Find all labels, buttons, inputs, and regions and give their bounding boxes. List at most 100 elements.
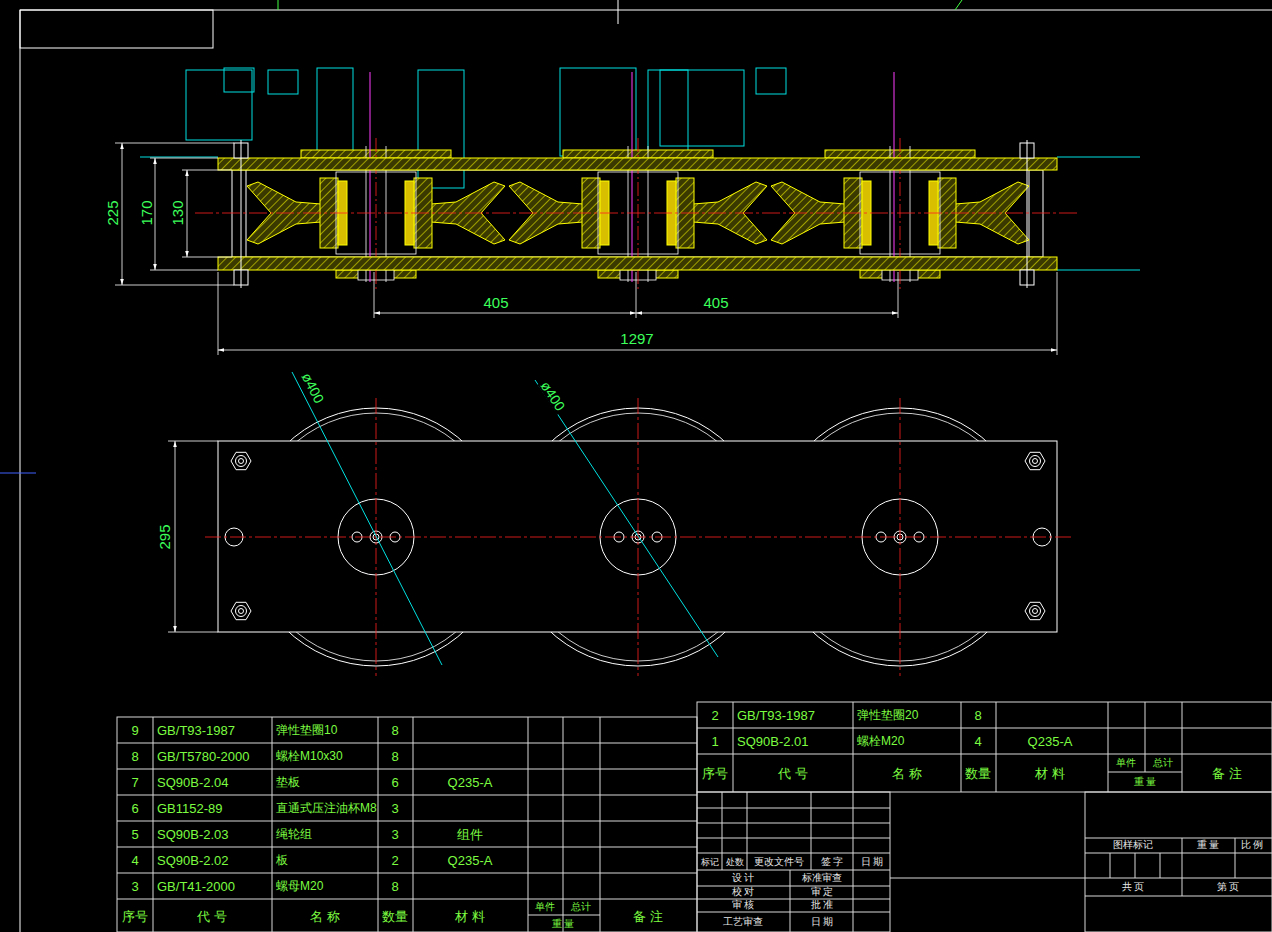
dimension-lines: [150, 270, 218, 271]
quantity: 6: [391, 776, 398, 789]
table-header: 材 料: [455, 910, 485, 923]
title-block: [722, 792, 723, 870]
dimension: 225: [105, 198, 120, 227]
top-view: [241, 140, 242, 288]
title-block: [1085, 838, 1272, 839]
title-block: [697, 792, 890, 932]
title-block: [1085, 792, 1272, 932]
title-block: [1160, 853, 1161, 878]
table-header: 序号: [122, 910, 148, 923]
dimension-lines: [115, 285, 234, 286]
sheet-frame: [20, 10, 213, 48]
title-block-cell: 审 核: [732, 900, 755, 910]
leader-boxes: [756, 68, 786, 94]
parts-table: [1108, 702, 1109, 792]
table-header: 单件: [535, 902, 555, 912]
title-block: [697, 912, 890, 913]
title-block-cell: 日 期: [861, 857, 884, 867]
title-block: [1085, 896, 1272, 897]
title-block: [697, 792, 1272, 932]
title-block: [697, 808, 890, 809]
parts-table: [528, 717, 529, 932]
top-view: [1029, 170, 1030, 257]
table-header: 重 量: [1134, 777, 1157, 787]
title-block: [697, 838, 890, 839]
parts-table: [1145, 702, 1146, 772]
quantity: 3: [391, 828, 398, 841]
parts-table: [378, 717, 379, 932]
dimension-lines: [182, 170, 232, 171]
part-code: SQ90B-2.03: [157, 828, 229, 841]
title-block-cell: 日 期: [811, 917, 834, 927]
title-block: [697, 853, 890, 854]
title-block-cell: 设 计: [732, 873, 755, 883]
bottom-view: [535, 380, 718, 657]
diameter-dimension: ø400: [299, 369, 328, 407]
title-block: [1135, 853, 1136, 878]
title-block-cell: 审 定: [811, 887, 834, 897]
quantity: 4: [974, 735, 981, 748]
table-header: 序号: [702, 767, 728, 780]
part-name: 板: [276, 854, 288, 866]
dimension-lines: [636, 313, 898, 314]
title-block-cell: 共 页: [1122, 882, 1145, 892]
parts-table: [117, 769, 697, 770]
dimension-lines: [175, 441, 176, 632]
table-header: 数量: [382, 910, 408, 923]
dimension-lines: [898, 272, 899, 318]
top-view: [246, 170, 247, 257]
parts-table: [528, 915, 600, 916]
bottom-view: [231, 602, 251, 619]
part-name: 直通式压注油杯M8: [276, 802, 377, 814]
quantity: 8: [391, 750, 398, 763]
title-block-cell: 标记: [701, 858, 719, 867]
leader-boxes: [648, 70, 688, 154]
dimension-lines: [155, 158, 156, 270]
title-block: [1235, 838, 1236, 878]
material: 组件: [457, 828, 483, 841]
parts-table: [1182, 702, 1183, 792]
quantity: 8: [974, 709, 981, 722]
bottom-view: [900, 398, 901, 676]
parts-table: [153, 717, 154, 932]
part-name: 螺栓M10x30: [276, 750, 343, 762]
title-block-cell: 图样标记: [1113, 840, 1153, 850]
quantity: 8: [391, 880, 398, 893]
title-block: [1110, 853, 1111, 878]
item-number: 1: [711, 735, 718, 748]
quantity: 8: [391, 724, 398, 737]
material: Q235-A: [1028, 735, 1073, 748]
table-header: 名 称: [310, 910, 340, 923]
title-block: [697, 899, 890, 900]
parts-table: [272, 717, 273, 932]
title-block-cell: 签 字: [821, 857, 844, 867]
table-header: 备 注: [633, 910, 663, 923]
table-header: 材 料: [1035, 767, 1065, 780]
part-code: GB/T93-1987: [737, 709, 815, 722]
part-name: 弹性垫圈20: [857, 709, 918, 721]
sheet-frame: [278, 0, 279, 10]
leader-boxes: [560, 68, 636, 156]
part-name: 垫板: [276, 776, 300, 788]
title-block-cell: 工艺审查: [723, 917, 763, 927]
title-block: [1085, 878, 1272, 879]
sheet-frame: [955, 0, 962, 10]
part-code: SQ90B-2.01: [737, 735, 809, 748]
part-name: 螺母M20: [276, 880, 323, 892]
item-number: 4: [131, 854, 138, 867]
dimension-lines: [636, 272, 637, 318]
table-header: 重 量: [552, 919, 575, 929]
title-block-cell: 第 页: [1217, 882, 1240, 892]
top-view: [1027, 140, 1028, 288]
leader-boxes: [140, 68, 1140, 270]
table-header: 代 号: [197, 910, 227, 923]
parts-table: [117, 873, 697, 874]
leader-boxes: [1057, 270, 1140, 271]
title-block-cell: 校 对: [732, 887, 755, 897]
leader-boxes: [1057, 157, 1140, 158]
part-code: GB/T93-1987: [157, 724, 235, 737]
sheet-frame: [0, 473, 36, 474]
part-code: GB/T41-2000: [157, 880, 235, 893]
